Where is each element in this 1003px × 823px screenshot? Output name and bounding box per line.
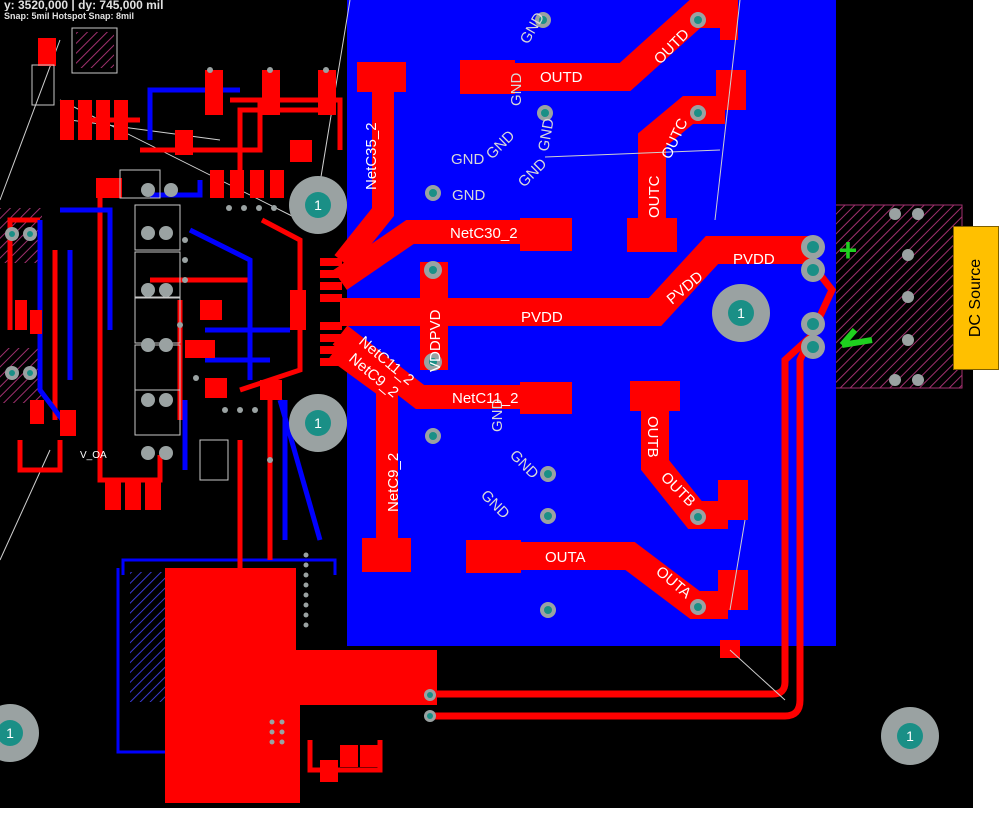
outb-trace [641, 400, 728, 529]
net-label-vddpvd: VDDPVD [427, 309, 444, 372]
netc11-pad [520, 382, 572, 414]
pvdd-trace [340, 236, 815, 326]
net-label-outb: OUTB [644, 416, 661, 458]
power-trace [426, 269, 837, 720]
mount-hole-number: 1 [906, 728, 914, 744]
amplifier-ic-pins [320, 258, 342, 366]
minus-marker [841, 337, 873, 348]
dc-source-label: DC Source [967, 258, 984, 338]
connector-keepout [834, 204, 963, 389]
net-label-netc9: NetC9_2 [385, 453, 402, 512]
bottom-trace [121, 558, 337, 575]
component [720, 640, 740, 658]
gnd-label: GND [452, 187, 486, 204]
net-label-netc35: NetC35_2 [363, 122, 380, 190]
net-label-outc: OUTC [646, 175, 663, 218]
left-smd-pads [15, 38, 378, 782]
gnd-label: GND [535, 117, 558, 153]
pvdd-pour[interactable] [165, 568, 437, 803]
mount-hole-number: 1 [314, 197, 322, 213]
silkscreen [31, 27, 229, 481]
gnd-vias [424, 12, 706, 722]
gnd-label: GND [489, 399, 506, 433]
bottom-trace [116, 568, 165, 754]
mount-hole-number: 1 [314, 415, 322, 431]
vias [177, 67, 329, 745]
netc35-trace [334, 75, 394, 269]
outd-trace [490, 0, 725, 91]
net-label-netc11: NetC11_2 [452, 390, 518, 407]
pvdd-pad [420, 262, 448, 370]
ic-footprint [76, 32, 114, 68]
mounting-holes [0, 176, 939, 765]
outa-trace [495, 542, 728, 619]
net-label-netc30: NetC30_2 [450, 225, 518, 242]
coordinate-readout: y: 3520,000 | dy: 745,000 mil [4, 0, 164, 12]
gnd-label: GND [508, 73, 525, 107]
bottom-hatch-area [130, 572, 170, 702]
component [718, 480, 748, 520]
net-label-pvdd: PVDD [733, 251, 775, 268]
outc-trace [638, 96, 725, 225]
netc9-pad [362, 538, 411, 572]
netc30-pad [520, 218, 572, 251]
net-label-pvdd: PVDD [521, 309, 563, 326]
dc-connector-pads [801, 208, 924, 386]
net-label-outa: OUTA [545, 549, 586, 566]
gnd-label: GND [451, 151, 485, 168]
left-circuit-bottom-traces [37, 87, 323, 541]
dc-source-callout: DC Source [953, 226, 999, 370]
through-hole-pads [5, 183, 178, 460]
mount-hole-number: 1 [6, 725, 14, 741]
snap-readout: Snap: 5mil Hotspot Snap: 8mil [4, 11, 135, 21]
plus-marker: + [839, 232, 858, 268]
netc30-trace [333, 220, 520, 290]
component [720, 0, 738, 40]
netc11-trace [332, 325, 520, 409]
net-label-outd: OUTD [540, 69, 583, 86]
netc9-trace [328, 341, 398, 560]
mount-hole-number: 1 [737, 305, 745, 321]
netc35-pad [357, 62, 406, 92]
net-label-v-oa: V_OA [80, 450, 107, 461]
power-trace [426, 327, 821, 698]
